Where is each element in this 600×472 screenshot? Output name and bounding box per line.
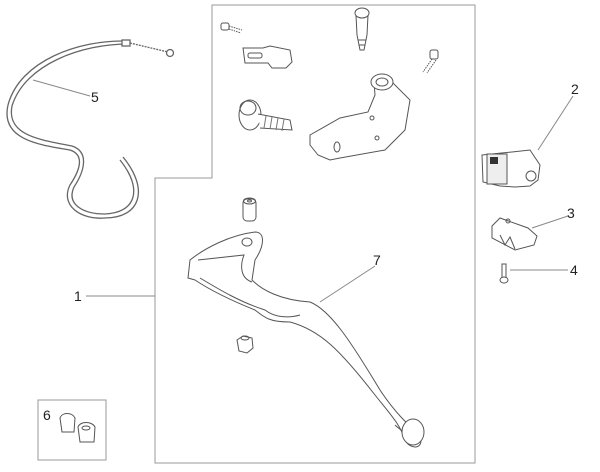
leader-7 bbox=[319, 265, 376, 303]
callout-2: 2 bbox=[571, 81, 579, 97]
callout-7: 7 bbox=[373, 252, 381, 268]
cable-clamp bbox=[242, 45, 293, 69]
clutch-cable bbox=[6, 39, 175, 219]
leader-2 bbox=[537, 95, 574, 151]
screw-small bbox=[499, 263, 509, 284]
assembly-frame bbox=[154, 4, 476, 464]
leader-3 bbox=[531, 215, 569, 229]
callout-5: 5 bbox=[91, 89, 99, 105]
kit-box bbox=[37, 399, 107, 461]
microswitch bbox=[491, 217, 538, 251]
lever-bracket bbox=[309, 73, 411, 161]
cable-adjuster bbox=[238, 99, 293, 132]
leader-5 bbox=[32, 79, 91, 97]
spacer bbox=[242, 197, 257, 222]
callout-3: 3 bbox=[567, 205, 575, 221]
callout-4: 4 bbox=[570, 262, 578, 278]
screw bbox=[422, 49, 439, 74]
clutch-lever bbox=[187, 231, 425, 448]
callout-1: 1 bbox=[74, 288, 82, 304]
pivot-bolt bbox=[354, 7, 370, 51]
cable-end-caps bbox=[59, 413, 96, 443]
callout-6: 6 bbox=[43, 407, 51, 423]
nut bbox=[236, 335, 254, 354]
switch bbox=[481, 149, 541, 188]
screw bbox=[220, 22, 243, 34]
